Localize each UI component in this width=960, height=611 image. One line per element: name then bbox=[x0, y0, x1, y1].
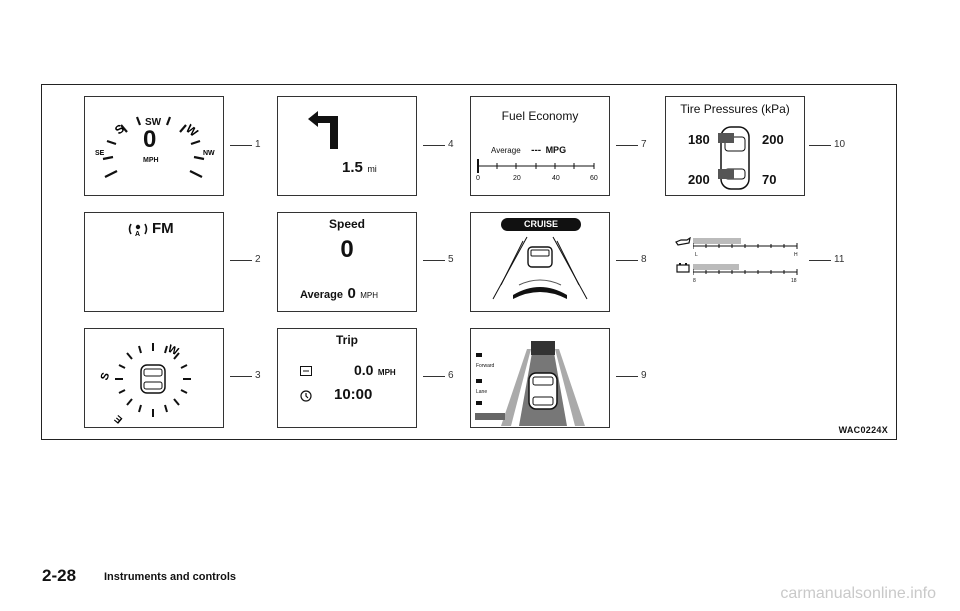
assist-label-forward: Forward bbox=[476, 363, 495, 369]
oil-pressure-icon bbox=[675, 237, 691, 246]
callout-line bbox=[616, 260, 638, 261]
callout-line bbox=[809, 260, 831, 261]
panel-compass-car: S W E bbox=[84, 328, 224, 428]
callout-line bbox=[230, 376, 252, 377]
panel-tire-pressures: Tire Pressures (kPa) 180 200 200 70 bbox=[665, 96, 805, 196]
panel-trip: Trip 0.0 MPH 10:00 bbox=[277, 328, 417, 428]
callout-line bbox=[423, 260, 445, 261]
fuel-economy-scale bbox=[477, 159, 595, 173]
odometer-icon bbox=[300, 366, 312, 376]
callout-number: 7 bbox=[641, 139, 647, 150]
watermark: carmanualsonline.info bbox=[780, 585, 936, 602]
compass-heading: SW bbox=[145, 117, 162, 128]
fuel-scale-tick: 60 bbox=[590, 175, 598, 182]
panel-cruise: CRUISE bbox=[470, 212, 610, 312]
panel-oil-battery: L H 8 18 bbox=[665, 212, 805, 312]
speed-value: 0 bbox=[340, 236, 354, 263]
section-title: Instruments and controls bbox=[104, 571, 237, 583]
callout-line bbox=[423, 145, 445, 146]
fuel-economy-title: Fuel Economy bbox=[501, 109, 579, 123]
battery-gauge-low: 8 bbox=[693, 278, 696, 284]
tire-pressures-title: Tire Pressures (kPa) bbox=[680, 102, 790, 116]
callout-number: 10 bbox=[834, 139, 846, 150]
trip-distance: 0.0 MPH bbox=[354, 362, 396, 378]
callout-number: 11 bbox=[834, 254, 845, 265]
figure-frame: S W SE NW SW 0 MPH 1 A FM 2 bbox=[41, 84, 897, 440]
svg-text:W: W bbox=[166, 343, 181, 359]
callout-line bbox=[616, 145, 638, 146]
trip-title: Trip bbox=[335, 333, 358, 347]
tire-rear-right: 70 bbox=[762, 172, 777, 187]
fuel-scale-tick: 0 bbox=[476, 175, 480, 182]
turn-distance: 1.5 mi bbox=[342, 159, 377, 176]
svg-text:W: W bbox=[183, 122, 201, 140]
tire-front-left: 180 bbox=[688, 132, 710, 147]
callout-number: 9 bbox=[641, 370, 647, 381]
battery-gauge-high: 18 bbox=[791, 278, 797, 284]
speed-value: 0 bbox=[143, 126, 157, 153]
audio-source: FM bbox=[152, 220, 174, 237]
car-top-view-icon bbox=[718, 126, 750, 190]
callout-number: 8 bbox=[641, 254, 647, 265]
figure-code: WAC0224X bbox=[838, 425, 888, 435]
trip-time: 10:00 bbox=[334, 386, 373, 403]
callout-number: 6 bbox=[448, 370, 454, 381]
callout-number: 4 bbox=[448, 139, 454, 150]
compass-dial-icon: S W SE NW bbox=[95, 116, 215, 178]
driver-assist-icon bbox=[475, 341, 585, 426]
panel-navigation: 1.5 mi bbox=[277, 96, 417, 196]
battery-gauge bbox=[693, 264, 798, 275]
svg-text:SE: SE bbox=[95, 150, 105, 157]
svg-text:NW: NW bbox=[203, 150, 215, 157]
oil-gauge-high: H bbox=[794, 252, 798, 258]
oil-gauge-low: L bbox=[695, 252, 698, 258]
tire-rear-left: 200 bbox=[688, 172, 710, 187]
page-number: 2-28 bbox=[42, 566, 77, 585]
average-speed: Average 0 MPH bbox=[300, 285, 379, 302]
panel-driver-assist: Forward Lane bbox=[470, 328, 610, 428]
speed-unit: MPH bbox=[143, 157, 159, 164]
speed-title: Speed bbox=[328, 217, 365, 231]
oil-gauge bbox=[693, 238, 798, 249]
panel-fuel-economy: Fuel Economy Average --- MPG 0 20 40 60 bbox=[470, 96, 610, 196]
antenna-icon: A bbox=[128, 223, 148, 237]
svg-text:A: A bbox=[135, 231, 140, 237]
callout-line bbox=[616, 376, 638, 377]
callout-number: 3 bbox=[255, 370, 261, 381]
svg-text:E: E bbox=[112, 412, 124, 425]
callout-line bbox=[809, 145, 831, 146]
clock-icon bbox=[300, 390, 312, 402]
panel-audio: A FM bbox=[84, 212, 224, 312]
tire-front-right: 200 bbox=[762, 132, 784, 147]
svg-text:S: S bbox=[99, 371, 113, 382]
turn-left-arrow-icon bbox=[308, 111, 338, 149]
callout-line bbox=[230, 260, 252, 261]
cruise-badge: CRUISE bbox=[501, 218, 581, 231]
panel-compass-speed: S W SE NW SW 0 MPH bbox=[84, 96, 224, 196]
panel-speed: Speed 0 Average 0 MPH bbox=[277, 212, 417, 312]
assist-label-lane: Lane bbox=[476, 389, 488, 395]
callout-line bbox=[423, 376, 445, 377]
callout-line bbox=[230, 145, 252, 146]
compass-car-icon: S W E bbox=[99, 343, 191, 425]
callout-number: 2 bbox=[255, 254, 261, 265]
fuel-scale-tick: 40 bbox=[552, 175, 560, 182]
battery-icon bbox=[676, 263, 690, 273]
fuel-scale-tick: 20 bbox=[513, 175, 521, 182]
callout-number: 5 bbox=[448, 254, 454, 265]
cruise-road-icon bbox=[492, 236, 588, 300]
callout-number: 1 bbox=[255, 139, 261, 150]
fuel-economy-average: Average --- MPG bbox=[491, 145, 567, 156]
